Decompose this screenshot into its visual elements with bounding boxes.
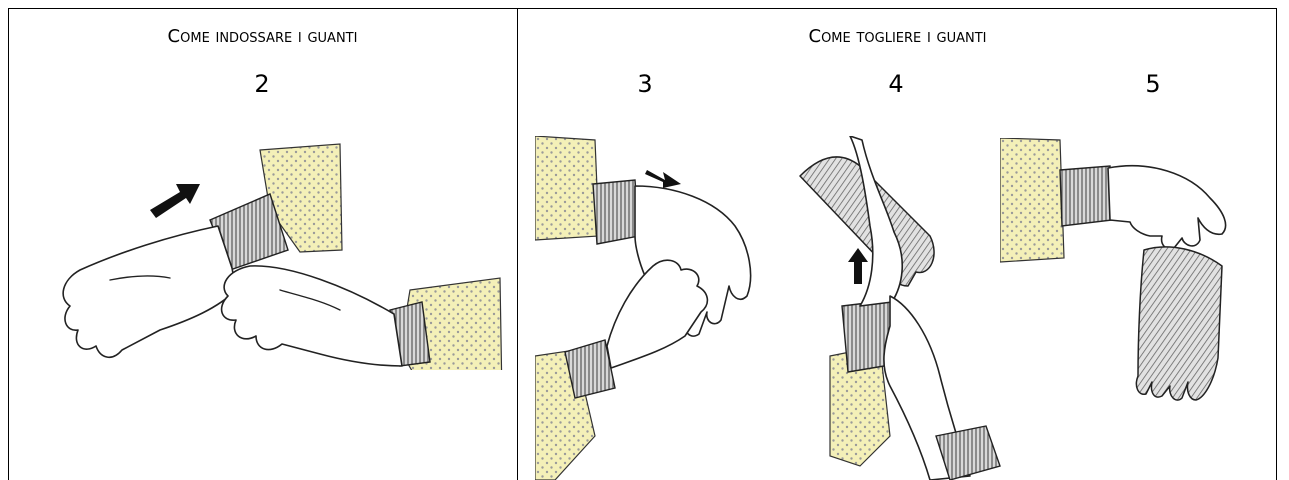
arrow-icon [848,248,868,284]
heading-put-on-gloves: Come indossare i guanti [8,26,517,47]
step-2-illustration [50,140,510,370]
sleeve-illustration [535,136,599,240]
column-divider [517,8,518,480]
glove-illustration [222,266,402,366]
step-4-illustration [790,136,1010,480]
step-number-3: 3 [625,70,665,98]
glove-illustration [1108,166,1226,249]
arrow-icon [645,170,681,188]
step-number-2: 2 [242,70,282,98]
removed-glove-illustration [1136,247,1222,400]
step-5-illustration [1000,138,1270,408]
step-number-4: 4 [876,70,916,98]
step-number-5: 5 [1133,70,1173,98]
cuff-illustration [1060,166,1112,226]
heading-take-off-gloves: Come togliere i guanti [518,26,1277,47]
glove-illustration [607,260,707,368]
glove-illustration [63,226,236,357]
sleeve-illustration [1000,138,1064,262]
cuff-illustration [593,180,639,244]
arrow-icon [150,184,200,218]
step-3-illustration [535,136,765,480]
